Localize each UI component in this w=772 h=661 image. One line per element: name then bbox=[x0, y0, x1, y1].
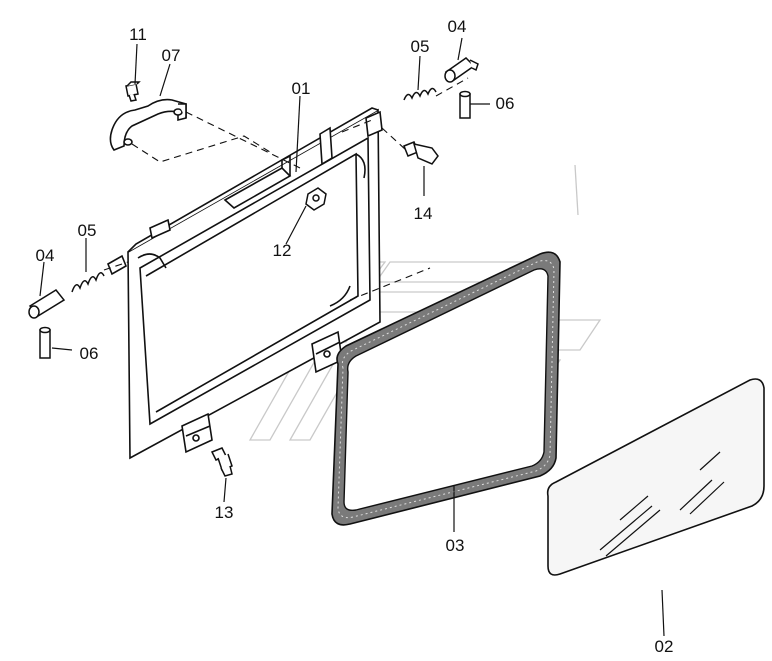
nut-part-12 bbox=[305, 187, 327, 211]
handle-part-07 bbox=[109, 98, 187, 151]
label-part-11: 11 bbox=[129, 25, 147, 44]
assembly-dashed-lines bbox=[103, 77, 469, 301]
pin-part-06-left bbox=[39, 326, 51, 359]
bolt-part-13 bbox=[210, 447, 233, 477]
glass-part-02 bbox=[546, 378, 765, 576]
leader-lines bbox=[39, 37, 665, 637]
pin-part-06-right bbox=[459, 90, 471, 119]
bolt-part-11 bbox=[125, 81, 141, 102]
pin-part-04-left bbox=[28, 289, 66, 319]
label-part-05-left: 05 bbox=[78, 221, 97, 240]
label-part-04-right: 04 bbox=[448, 17, 467, 36]
spring-part-05-right bbox=[403, 87, 437, 101]
label-part-06-left: 06 bbox=[80, 344, 99, 363]
spring-part-05-left bbox=[71, 272, 105, 293]
label-part-12: 12 bbox=[273, 241, 292, 260]
pin-part-04-right bbox=[444, 57, 479, 83]
label-part-04-left: 04 bbox=[36, 246, 55, 265]
label-part-02: 02 bbox=[655, 637, 674, 656]
label-part-03: 03 bbox=[446, 536, 465, 555]
seal-part-03 bbox=[331, 251, 561, 526]
label-part-01: 01 bbox=[292, 79, 311, 98]
label-part-14: 14 bbox=[414, 204, 433, 223]
label-part-07: 07 bbox=[162, 46, 181, 65]
label-part-06-right: 06 bbox=[496, 94, 515, 113]
label-part-13: 13 bbox=[215, 503, 234, 522]
label-part-05-right: 05 bbox=[411, 37, 430, 56]
knob-part-14 bbox=[403, 141, 439, 165]
